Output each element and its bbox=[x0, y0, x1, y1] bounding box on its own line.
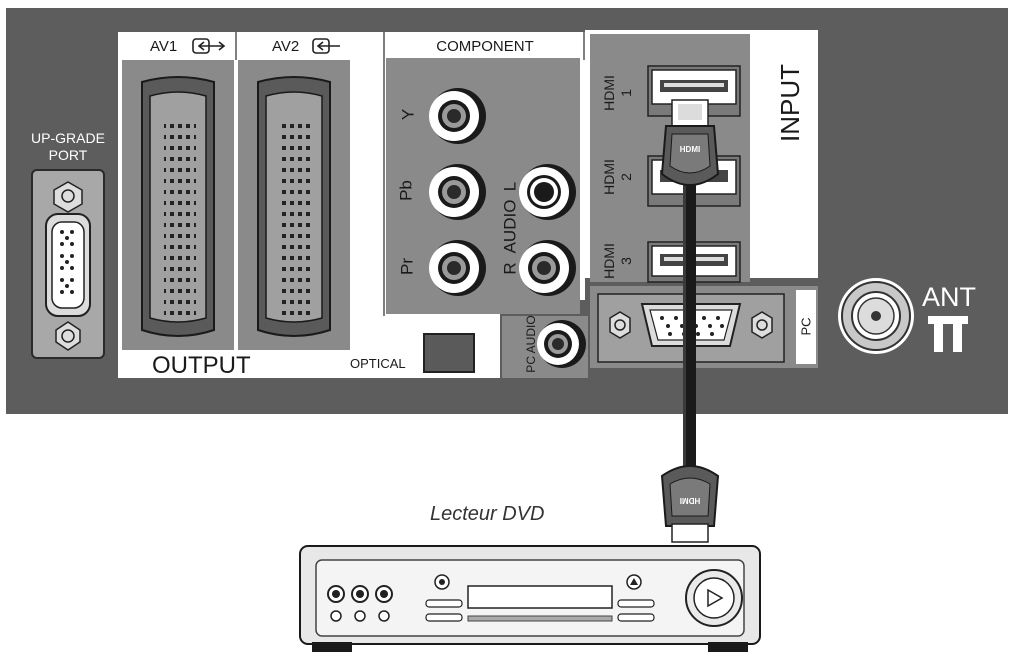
hdmi-plug-dvd: HDMI bbox=[660, 465, 720, 543]
antenna-icon bbox=[928, 316, 968, 352]
hdmi-plug-icon: HDMI bbox=[660, 99, 720, 186]
av2-label: AV2 bbox=[272, 38, 300, 55]
av-in-out-arrow-icon bbox=[192, 38, 226, 54]
rca-jacks bbox=[429, 88, 576, 296]
scart-av2-port bbox=[257, 76, 331, 337]
optical-label: OPTICAL bbox=[350, 356, 406, 371]
scart-av1-port bbox=[141, 76, 215, 337]
pc-audio-jack bbox=[537, 320, 586, 368]
av1-label: AV1 bbox=[150, 38, 178, 55]
ant-label: ANT bbox=[922, 282, 976, 312]
output-label: OUTPUT bbox=[152, 352, 251, 379]
hdmi-cable bbox=[683, 168, 696, 468]
pc-audio-label: PC AUDIO bbox=[524, 315, 538, 373]
svg-text:HDMI: HDMI bbox=[680, 496, 700, 505]
dvd-player-label: Lecteur DVD bbox=[430, 503, 545, 525]
audio-label: AUDIO bbox=[500, 199, 520, 254]
dvd-player bbox=[299, 545, 761, 652]
svg-text:HDMI: HDMI bbox=[680, 145, 700, 154]
av-in-arrow-icon bbox=[312, 38, 340, 54]
component-pr-label: Pr bbox=[397, 258, 417, 275]
component-pb-label: Pb bbox=[396, 180, 416, 201]
input-label: INPUT bbox=[775, 64, 805, 142]
pc-label: PC bbox=[798, 317, 814, 336]
antenna-connector bbox=[838, 278, 914, 354]
upgrade-port bbox=[31, 169, 105, 359]
upgrade-port-label: UP-GRADE PORT bbox=[31, 130, 105, 163]
component-label: COMPONENT bbox=[436, 38, 534, 55]
optical-port bbox=[423, 333, 475, 373]
component-y-label: Y bbox=[398, 108, 418, 121]
audio-r-label: R bbox=[500, 262, 520, 275]
